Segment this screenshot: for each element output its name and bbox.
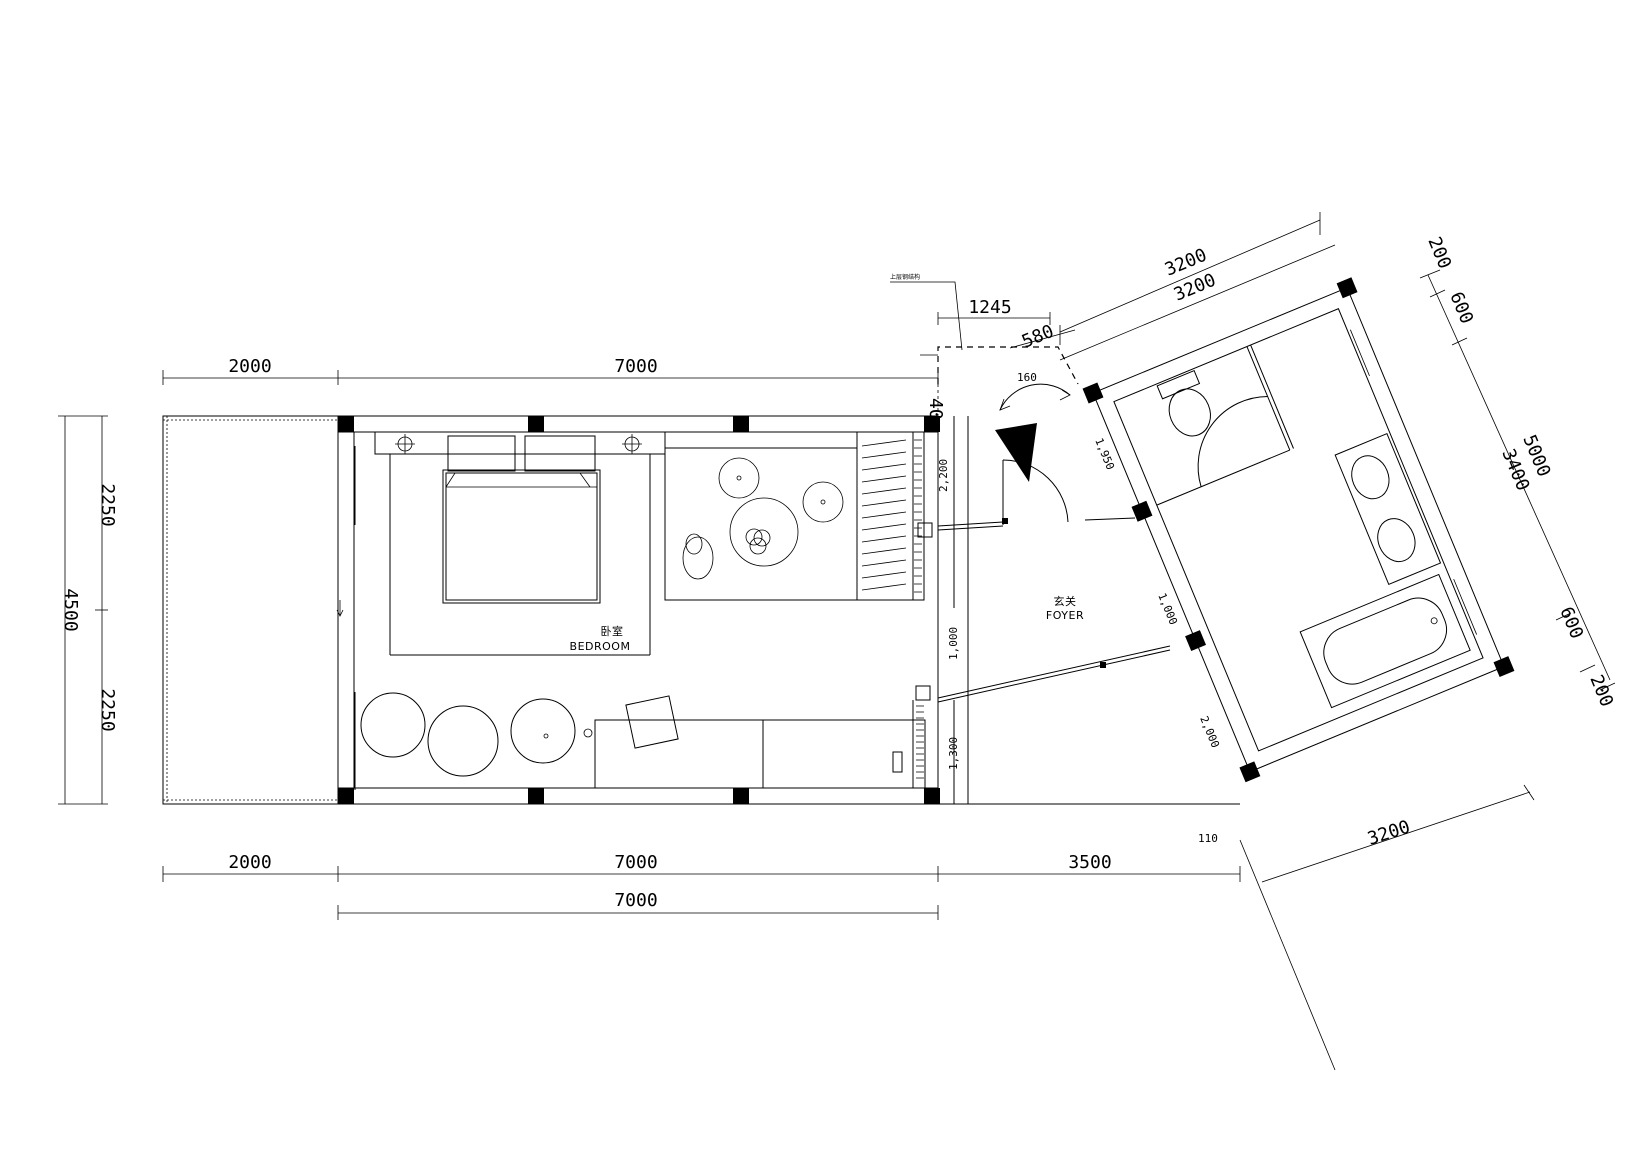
dim-2250-a: 2250 bbox=[97, 483, 118, 526]
column bbox=[528, 416, 544, 432]
bathroom bbox=[1082, 277, 1515, 783]
bedroom-label-cn: 卧室 bbox=[601, 624, 624, 638]
basin-icon bbox=[1351, 455, 1390, 500]
dim-bottom-3500: 3500 bbox=[1068, 852, 1111, 873]
dim-1000-b: 1,000 bbox=[1155, 591, 1180, 627]
nightstand-lamp-icon bbox=[622, 434, 642, 454]
lounge-area bbox=[664, 431, 858, 601]
upper-steel-outline bbox=[937, 346, 1079, 385]
dim-bottom-7000-a: 7000 bbox=[614, 852, 657, 873]
dim-1000-a: 1,000 bbox=[947, 627, 960, 660]
steel-structure-note: 上层钢结构 bbox=[890, 273, 920, 281]
dim-top-left: 2000 bbox=[228, 356, 271, 377]
column bbox=[338, 416, 354, 432]
dim-bottom-2000: 2000 bbox=[228, 852, 271, 873]
dim-600-bot: 600 bbox=[1555, 604, 1587, 642]
dim-160: 160 bbox=[1017, 371, 1037, 384]
nightstand-lamp-icon bbox=[395, 434, 415, 454]
dim-top-mid: 7000 bbox=[614, 356, 657, 377]
dim-2250-b: 2250 bbox=[97, 688, 118, 731]
dim-200-bot: 200 bbox=[1585, 672, 1617, 710]
dimensions bbox=[58, 212, 1616, 1071]
foyer bbox=[937, 383, 1171, 703]
dim-110: 110 bbox=[1198, 832, 1218, 845]
dim-4500: 4500 bbox=[60, 588, 81, 631]
dim-200-top: 200 bbox=[1423, 234, 1455, 272]
bed-area bbox=[374, 431, 666, 656]
dim-600-top: 600 bbox=[1445, 289, 1477, 327]
foyer-label-cn: 玄关 bbox=[1054, 594, 1077, 608]
entry-arrow-icon bbox=[995, 423, 1037, 482]
column bbox=[924, 788, 940, 804]
column bbox=[733, 788, 749, 804]
dim-40: 40 bbox=[925, 398, 946, 420]
bathtub bbox=[1299, 573, 1471, 709]
toilet-icon bbox=[1156, 369, 1211, 437]
dim-bottom-7000-b: 7000 bbox=[614, 890, 657, 911]
double-bed bbox=[442, 435, 601, 604]
foyer-label: FOYER bbox=[1046, 609, 1084, 622]
basin-icon bbox=[1377, 518, 1416, 563]
column bbox=[924, 416, 940, 432]
dim-2200: 2,200 bbox=[937, 459, 950, 492]
terrace bbox=[162, 415, 339, 805]
dim-bottom-3200: 3200 bbox=[1365, 816, 1413, 849]
dim-1245: 1245 bbox=[968, 297, 1011, 318]
bedroom-walls bbox=[336, 415, 1240, 805]
column bbox=[528, 788, 544, 804]
dim-1300: 1,300 bbox=[947, 737, 960, 770]
bedroom-label: BEDROOM bbox=[570, 640, 631, 653]
column bbox=[733, 416, 749, 432]
desk-area bbox=[360, 685, 931, 789]
dim-580: 580 bbox=[1019, 321, 1057, 353]
wardrobe bbox=[856, 431, 933, 601]
dim-2000: 2,000 bbox=[1197, 714, 1222, 750]
column bbox=[338, 788, 354, 804]
